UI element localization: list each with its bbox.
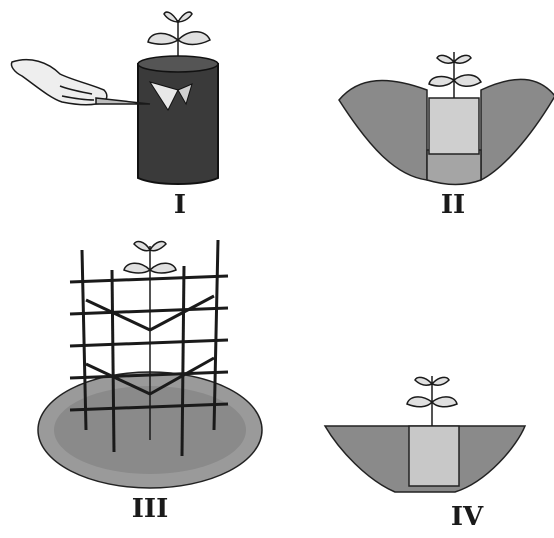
seedling-icon: [148, 12, 210, 62]
hand-icon: [11, 60, 150, 105]
step-label-ii: II: [423, 190, 483, 220]
pot-icon: [429, 98, 479, 154]
panel-i-illustration: [0, 0, 277, 230]
panel-iii-illustration: [0, 230, 277, 538]
step-label-iii: III: [120, 494, 180, 524]
seedling-icon: [429, 52, 481, 98]
pot-icon: [138, 56, 218, 184]
panel-ii-illustration: [277, 0, 554, 230]
step-label-iv: IV: [427, 502, 507, 532]
panel-iv: IV: [277, 230, 554, 538]
step-label-i: I: [160, 190, 200, 220]
seedling-icon: [407, 376, 457, 426]
panel-iii: III: [0, 230, 277, 538]
panel-i: I: [0, 0, 277, 230]
panel-iv-illustration: [277, 230, 554, 538]
soil-cross-section-icon: [325, 426, 525, 492]
panel-ii: II: [277, 0, 554, 230]
